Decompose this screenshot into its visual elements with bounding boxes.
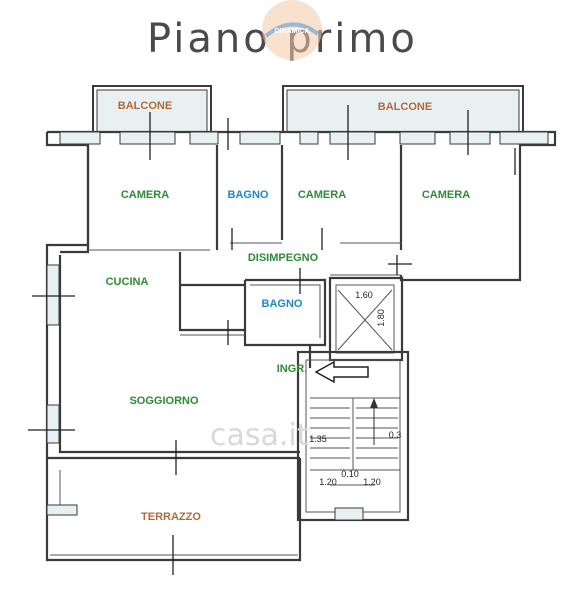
dim-stair-right: 1.20 <box>363 477 381 487</box>
interior-walls <box>88 145 403 368</box>
lift-shaft <box>328 276 404 362</box>
label-soggiorno: SOGGIORNO <box>129 395 199 407</box>
label-camera-3: CAMERA <box>422 189 470 201</box>
dim-lift-depth: 1.80 <box>376 309 386 327</box>
dim-stair-left: 1.20 <box>319 477 337 487</box>
outer-walls <box>45 130 557 460</box>
label-cucina: CUCINA <box>106 276 149 288</box>
label-bagno-1: BAGNO <box>228 189 269 201</box>
entrance-arrow <box>314 360 369 384</box>
dim-landing-left: 1.35 <box>309 434 327 444</box>
logo-text: DINAMICA <box>275 28 310 35</box>
watermark: casa.it <box>210 418 309 453</box>
label-terrazzo: TERRAZZO <box>141 511 201 523</box>
label-bagno-2: BAGNO <box>262 298 303 310</box>
label-disimpegno: DISIMPEGNO <box>248 252 319 264</box>
stair-core <box>296 350 410 522</box>
label-camera-2: CAMERA <box>298 189 346 201</box>
dim-landing-right: 0.3 <box>389 430 402 440</box>
door-markers <box>28 105 516 575</box>
label-ingresso: INGR. <box>277 363 308 375</box>
label-camera-1: CAMERA <box>121 189 169 201</box>
label-balcone-left: BALCONE <box>118 100 172 112</box>
dim-lift-width: 1.60 <box>355 290 373 300</box>
balconies <box>92 85 524 133</box>
agency-logo: DINAMICA <box>262 0 322 60</box>
dim-stair-gap: 0.10 <box>341 469 359 479</box>
label-balcone-right: BALCONE <box>378 101 432 113</box>
